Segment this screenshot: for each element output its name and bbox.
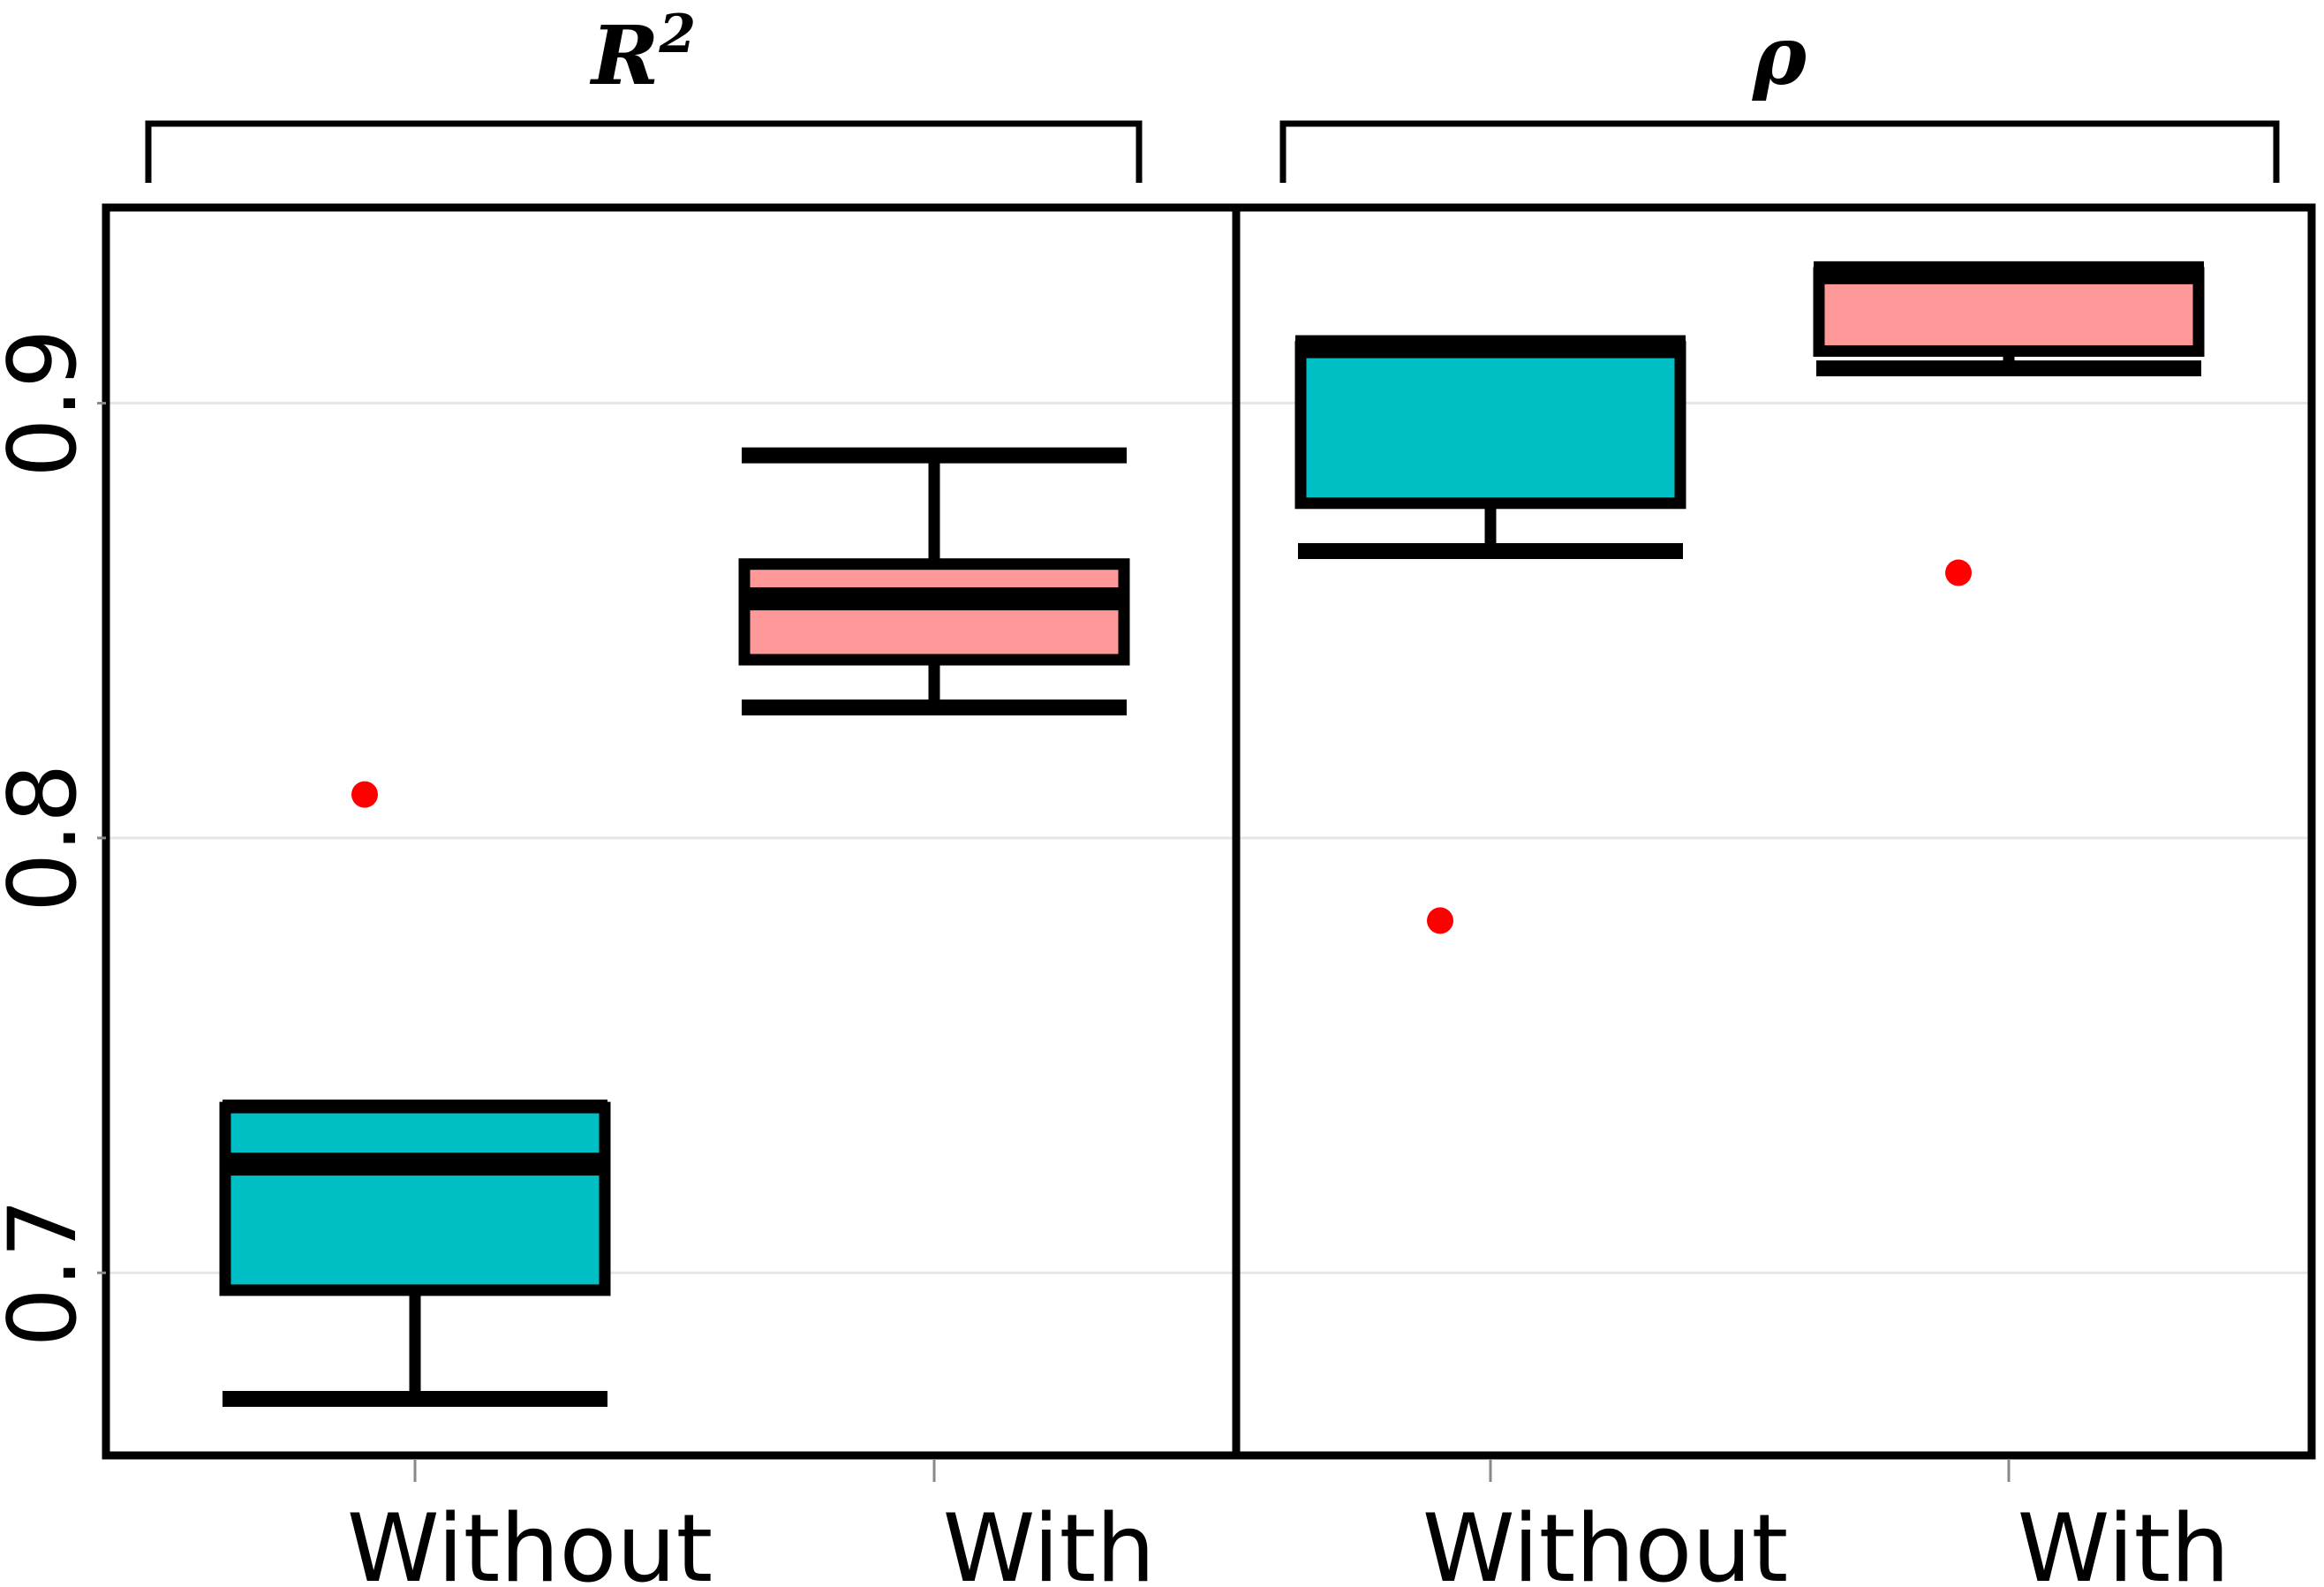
outlier-point bbox=[1427, 907, 1453, 934]
axes-layer: Without With Without With 0.7 0.8 0.9 bbox=[0, 329, 2230, 1587]
median-line bbox=[1295, 335, 1686, 359]
outlier-point bbox=[1945, 559, 1972, 586]
group-titles-layer: R2 ρ bbox=[145, 4, 2280, 183]
box-ρ-without bbox=[1294, 335, 1686, 934]
x-tick-label-with: With bbox=[943, 1494, 1156, 1587]
iqr-box bbox=[1294, 341, 1686, 510]
iqr-box bbox=[738, 558, 1130, 666]
box-R-without bbox=[219, 781, 611, 1407]
panel-frame-1 bbox=[1232, 203, 2316, 1460]
x-tick-label-with: With bbox=[2018, 1494, 2230, 1587]
outlier-point bbox=[351, 781, 378, 808]
boxes-layer bbox=[219, 261, 2205, 1407]
group-title-0: R2 bbox=[589, 4, 696, 103]
x-tick-label-without: Without bbox=[1422, 1494, 1788, 1587]
panel-frames bbox=[102, 203, 2316, 1460]
y-tick-label: 0.7 bbox=[0, 1198, 97, 1348]
x-tick-label-without: Without bbox=[347, 1494, 713, 1587]
group-bracket-1 bbox=[1279, 120, 2280, 183]
median-line bbox=[220, 1152, 610, 1176]
iqr-box bbox=[1813, 267, 2205, 357]
y-tick-label: 0.9 bbox=[0, 329, 97, 478]
median-line bbox=[739, 587, 1129, 611]
box-ρ-with bbox=[1813, 261, 2205, 586]
y-tick-label: 0.8 bbox=[0, 764, 97, 913]
group-bracket-0 bbox=[145, 120, 1143, 183]
box-R-with bbox=[738, 447, 1130, 716]
median-line bbox=[1814, 261, 2204, 284]
iqr-box bbox=[219, 1101, 611, 1296]
group-title-1: ρ bbox=[1752, 8, 1807, 103]
